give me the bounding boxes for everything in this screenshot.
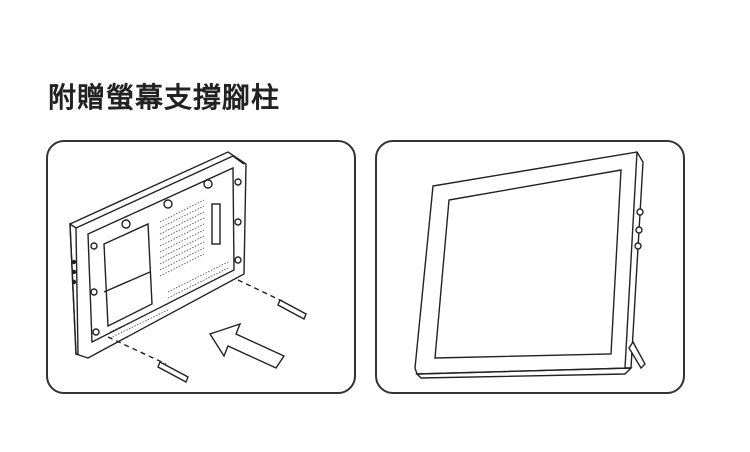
illustration-attach-stand-legs	[46, 140, 356, 394]
monitor-back-with-legs-icon	[69, 151, 307, 383]
monitor-front-standing-icon	[414, 151, 646, 379]
illustration-monitor-standing	[375, 140, 685, 394]
page-title: 附贈螢幕支撐腳柱	[48, 81, 281, 114]
